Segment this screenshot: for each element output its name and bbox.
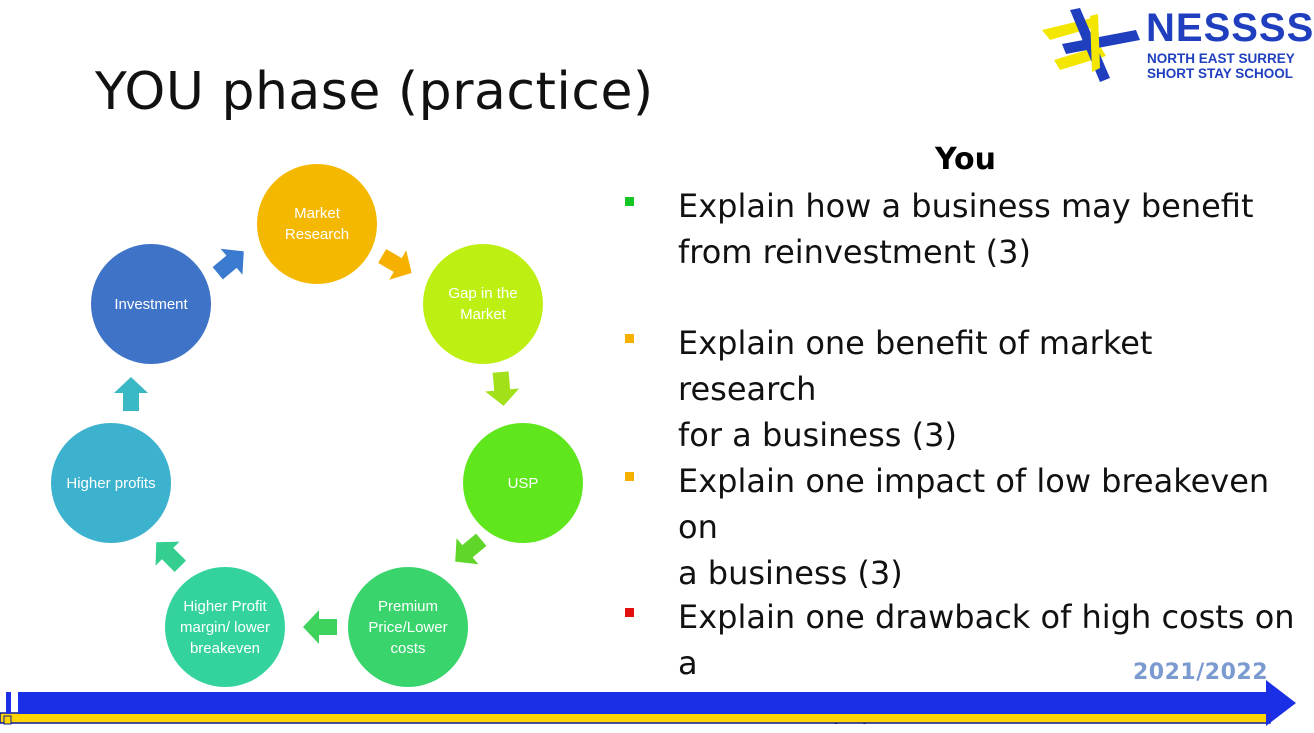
cycle-arrow-icon <box>155 541 186 572</box>
cycle-node-gap-in-market: Gap in the Market <box>423 244 543 364</box>
square-bullet-icon <box>625 472 634 481</box>
cycle-arrows <box>114 248 520 644</box>
cycle-arrow-icon <box>212 248 244 280</box>
you-heading: You <box>935 142 996 177</box>
square-bullet-icon <box>625 608 634 617</box>
cycle-arrow-icon <box>455 533 487 565</box>
square-bullet-icon <box>625 334 634 343</box>
school-year-label: 2021/2022 <box>1133 660 1268 685</box>
cycle-arrow-icon <box>378 249 412 280</box>
cycle-node-higher-profits: Higher profits <box>51 423 171 543</box>
cycle-node-market-research: Market Research <box>257 164 377 284</box>
logo-line-2: SHORT STAY SCHOOL <box>1147 66 1294 81</box>
signpost-logo-icon <box>1042 8 1140 82</box>
square-bullet-icon <box>625 197 634 206</box>
cycle-arrow-icon <box>114 377 148 411</box>
logo-name: NESSSS <box>1146 6 1314 50</box>
cycle-node-higher-profit-margin: Higher Profit margin/ lower breakeven <box>165 567 285 687</box>
business-cycle-diagram: Market Research Gap in the Market USP Pr… <box>0 0 640 700</box>
cycle-arrow-icon <box>303 610 337 644</box>
cycle-node-usp: USP <box>463 423 583 543</box>
logo-line-1: NORTH EAST SURREY <box>1147 51 1295 66</box>
cycle-arrow-icon <box>485 371 520 406</box>
slide-title: YOU phase (practice) <box>95 62 654 122</box>
footer-arrow-bar <box>0 680 1296 726</box>
cycle-node-premium-price: Premium Price/Lower costs <box>348 567 468 687</box>
cycle-node-investment: Investment <box>91 244 211 364</box>
